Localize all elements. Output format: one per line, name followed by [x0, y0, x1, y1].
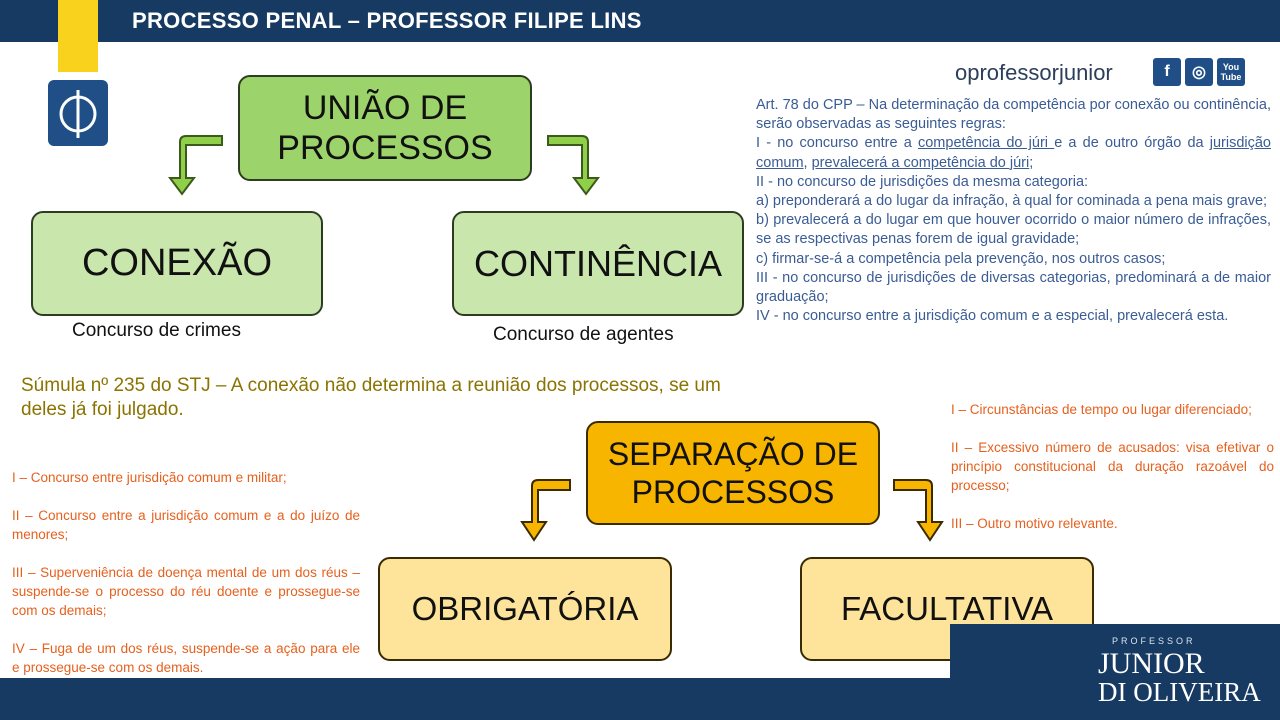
art78-item-iv: IV - no concurso entre a jurisdição comu… [756, 308, 1229, 325]
conexao-box: CONEXÃO [31, 211, 323, 316]
art78-item-i: I - no concurso entre a competência do j… [756, 135, 1271, 171]
art78-item-ii: II - no concurso de jurisdições da mesma… [756, 173, 1089, 190]
art78-item-b: b) prevalecerá a do lugar em que houver … [756, 212, 1271, 248]
brand-line-2: DI OLIVEIRA [1098, 677, 1261, 707]
social-handle: oprofessorjunior [955, 60, 1113, 85]
art78-item-iii: III - no concurso de jurisdições de dive… [756, 269, 1271, 306]
instagram-icon[interactable]: ◎ [1185, 58, 1213, 86]
continencia-box: CONTINÊNCIA [452, 211, 744, 316]
facultativa-box: FACULTATIVA [800, 557, 1094, 661]
logo-icon [59, 90, 97, 138]
uniao-processos-box: UNIÃO DE PROCESSOS [238, 75, 532, 181]
list-item: IV – Fuga de um dos réus, suspende-se a … [12, 641, 360, 675]
sumula-text: Súmula nº 235 do STJ – A conexão não det… [21, 375, 721, 420]
continencia-caption: Concurso de agentes [493, 324, 674, 345]
arrow-to-conexao [168, 135, 223, 196]
list-item: II – Concurso entre a jurisdição comum e… [12, 508, 360, 542]
page-title: PROCESSO PENAL – PROFESSOR FILIPE LINS [132, 8, 642, 33]
art78-text: Art. 78 do CPP – Na determinação da comp… [756, 96, 1271, 326]
list-item: III – Superveniência de doença mental de… [12, 565, 360, 618]
continencia-label: CONTINÊNCIA [473, 242, 722, 284]
facultativa-list: I – Circunstâncias de tempo ou lugar dif… [951, 400, 1274, 552]
header-bar: PROCESSO PENAL – PROFESSOR FILIPE LINS [0, 0, 1280, 42]
conexao-caption: Concurso de crimes [72, 320, 241, 341]
logo [48, 80, 108, 146]
facebook-icon[interactable]: f [1153, 58, 1181, 86]
uniao-processos-label: UNIÃO DE PROCESSOS [277, 89, 493, 167]
separacao-box: SEPARAÇÃO DE PROCESSOS [586, 421, 880, 525]
arrow-to-continencia [547, 135, 600, 196]
arrow-to-facultativa [893, 479, 944, 542]
art78-item-a: a) preponderará a do lugar da infração, … [756, 193, 1268, 210]
obrigatoria-list: I – Concurso entre jurisdição comum e mi… [12, 468, 360, 696]
art78-intro: Art. 78 do CPP – Na determinação da comp… [756, 97, 1271, 133]
obrigatoria-label: OBRIGATÓRIA [411, 590, 639, 627]
brand-name: JUNIOR DI OLIVEIRA [1098, 647, 1261, 707]
list-item: II – Excessivo número de acusados: visa … [951, 440, 1274, 493]
list-item: I – Concurso entre jurisdição comum e mi… [12, 470, 287, 485]
facultativa-label: FACULTATIVA [840, 590, 1054, 627]
brand-block [950, 624, 1280, 720]
arrow-to-obrigatoria [520, 479, 571, 542]
list-item: I – Circunstâncias de tempo ou lugar dif… [951, 402, 1252, 417]
yellow-accent-bar [58, 0, 98, 72]
obrigatoria-box: OBRIGATÓRIA [378, 557, 672, 661]
art78-item-c: c) firmar-se-á a competência pela preven… [756, 250, 1166, 267]
conexao-label: CONEXÃO [81, 242, 273, 284]
list-item: III – Outro motivo relevante. [951, 516, 1118, 531]
brand-line-1: JUNIOR [1098, 647, 1205, 680]
separacao-label: SEPARAÇÃO DE PROCESSOS [607, 436, 859, 510]
brand-small-text: PROFESSOR [1112, 636, 1196, 646]
